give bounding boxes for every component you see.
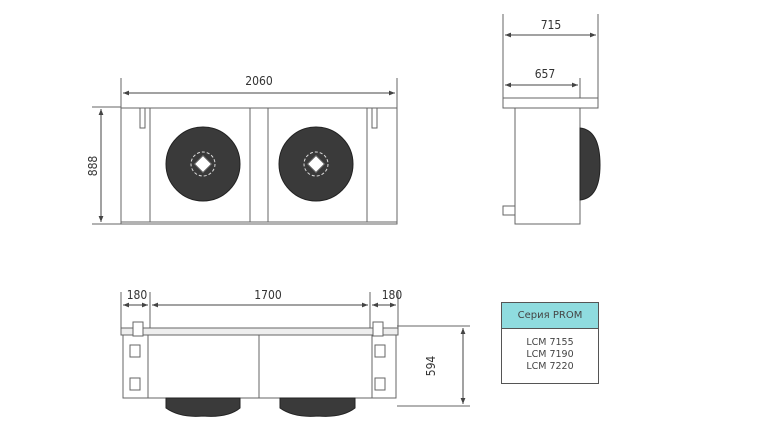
front-view <box>92 78 398 225</box>
model-item: LCM 7190 <box>526 349 574 360</box>
dim-end-right: 180 <box>382 288 403 302</box>
series-title: Серия PROM <box>502 303 598 329</box>
model-item: LCM 7155 <box>526 337 574 348</box>
bottom-view <box>120 292 470 417</box>
dim-side-body: 657 <box>535 67 556 81</box>
dim-front-width: 2060 <box>245 74 273 88</box>
dim-front-height: 888 <box>86 156 100 177</box>
dim-depth: 594 <box>424 356 438 377</box>
dim-side-outer: 715 <box>541 18 562 32</box>
dim-center: 1700 <box>254 288 282 302</box>
model-list: LCM 7155 LCM 7190 LCM 7220 <box>502 329 598 373</box>
model-item: LCM 7220 <box>526 361 574 372</box>
dim-end-left: 180 <box>127 288 148 302</box>
side-view <box>502 14 601 225</box>
series-table: Серия PROM LCM 7155 LCM 7190 LCM 7220 <box>501 302 599 384</box>
